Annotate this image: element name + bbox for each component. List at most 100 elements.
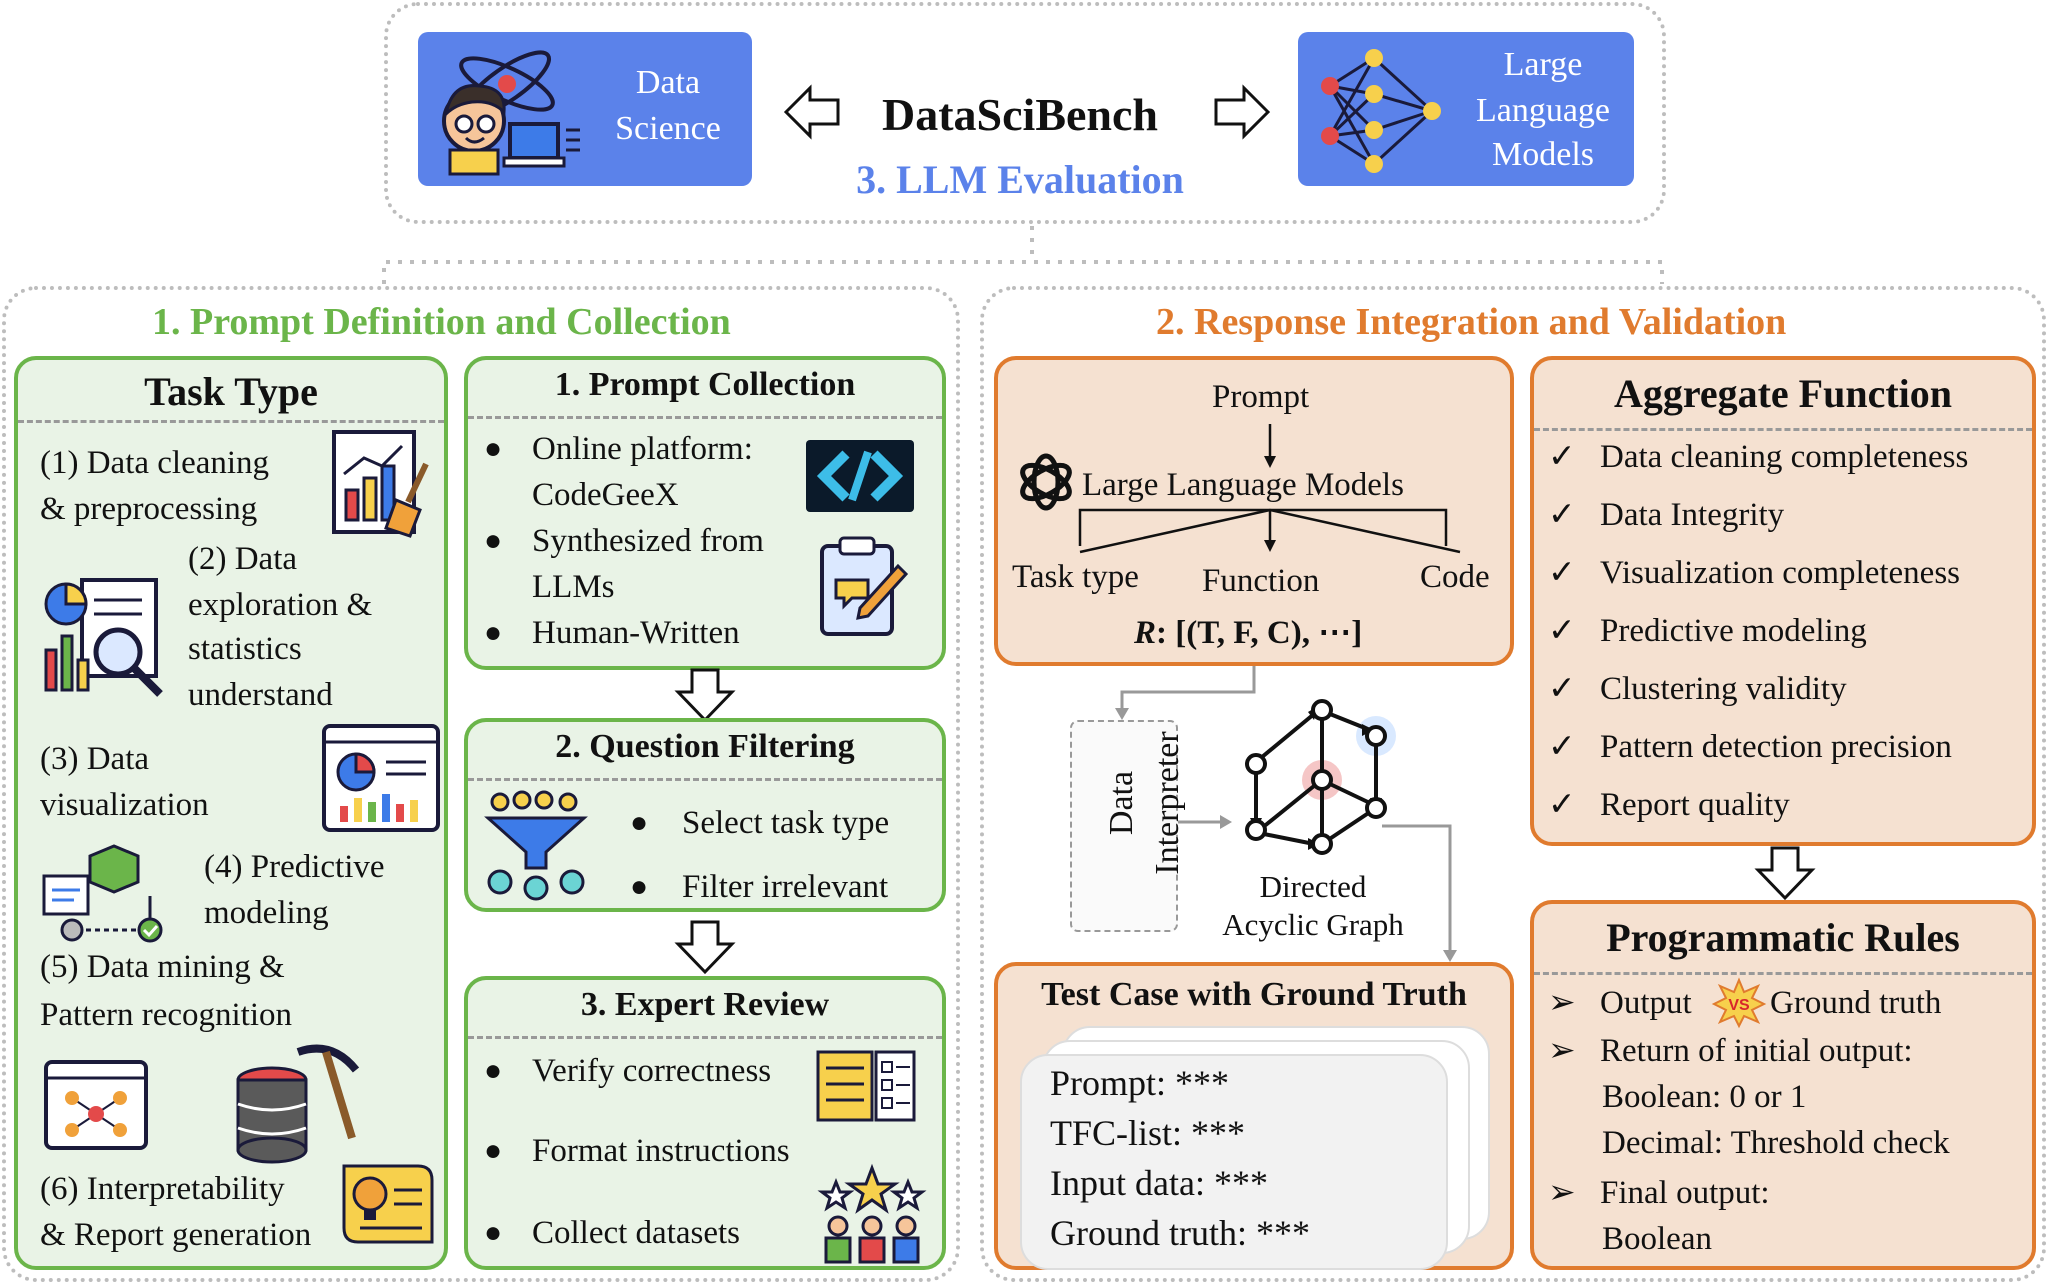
response-flow-box: Prompt Large Language Models Task type F… <box>994 356 1514 666</box>
filter-funnel-icon <box>484 790 588 901</box>
data-interpreter-box <box>1070 720 1178 932</box>
aggregate-divider <box>1534 428 2032 431</box>
prompt-item-llms: LLMs <box>532 569 615 605</box>
task3-line2: visualization <box>40 787 209 823</box>
header-connector <box>382 226 1664 284</box>
rules-return: Return of initial output: <box>1600 1033 1913 1069</box>
section1-title: 1. Prompt Definition and Collection <box>152 301 731 343</box>
test-case-prompt: Prompt: *** <box>1050 1063 1230 1103</box>
flow-function: Function <box>1202 563 1320 599</box>
test-case-tfc: TFC-list: *** <box>1050 1113 1246 1153</box>
task1-line2: & preprocessing <box>40 491 258 527</box>
expert-review-divider <box>468 1036 942 1039</box>
data-mining-icon <box>236 1044 360 1164</box>
test-case-box: Test Case with Ground Truth Prompt: *** … <box>994 962 1514 1270</box>
review-item-collect: Collect datasets <box>532 1215 741 1251</box>
prompt-collection-title: 1. Prompt Collection <box>554 366 856 403</box>
flow-arrows <box>1078 424 1461 554</box>
arrow-right-icon <box>1214 84 1271 140</box>
question-filtering-title: 2. Question Filtering <box>555 728 855 765</box>
agg-item-visualization: Visualization completeness <box>1600 555 1961 591</box>
report-generation-icon <box>342 1164 434 1244</box>
aggregate-title: Aggregate Function <box>1613 371 1953 416</box>
prompt-item-codegeex: CodeGeeX <box>532 477 679 513</box>
llm-evaluation-frame <box>384 2 1666 224</box>
rules-title: Programmatic Rules <box>1606 915 1960 960</box>
arrow-bullet-icon: ➢ <box>1548 1033 1576 1069</box>
prompt-item-online: Online platform: <box>532 431 753 467</box>
task2-line1: (2) Data <box>188 541 298 577</box>
filter-item-irrelevant: Filter irrelevant <box>682 869 889 905</box>
large-language-models-box: Large Language Models <box>1298 32 1634 186</box>
bullet: ● <box>484 524 503 557</box>
versus-burst-icon: VS <box>1711 977 1767 1029</box>
agg-item-predictive: Predictive modeling <box>1600 613 1867 649</box>
llm-label-3: Models <box>1492 136 1594 173</box>
bullet: ● <box>484 616 503 649</box>
bullet: ● <box>484 1134 503 1167</box>
check-icon: ✓ <box>1548 671 1576 707</box>
data-scientist-icon <box>442 50 580 176</box>
stars-people-icon <box>817 1163 927 1264</box>
rules-ground: Ground truth <box>1770 985 1942 1021</box>
check-icon: ✓ <box>1548 613 1576 649</box>
interpreter-text-1: Data <box>1103 770 1140 836</box>
task3-line1: (3) Data <box>40 741 150 777</box>
arrow-bullet-icon: ➢ <box>1548 985 1576 1021</box>
page-title: DataSciBench <box>882 89 1158 140</box>
arrow-down-icon <box>674 920 736 975</box>
task2-line2: exploration & <box>188 587 373 623</box>
clipboard-pen-icon <box>820 536 909 636</box>
rules-final: Final output: <box>1600 1175 1770 1211</box>
review-item-verify: Verify correctness <box>532 1053 772 1089</box>
data-science-label-1: Data <box>635 64 701 101</box>
task2-line4: understand <box>188 677 333 713</box>
arrow-bullet-icon: ➢ <box>1548 1175 1576 1211</box>
interpreter-text-2: Interpreter <box>1149 731 1186 875</box>
expert-review-title: 3. Expert Review <box>580 986 830 1023</box>
llm-evaluation-subtitle: 3. LLM Evaluation <box>856 157 1184 202</box>
rules-final-value: Boolean <box>1602 1221 1712 1257</box>
task-type-box: Task Type (1) Data cleaning & preprocess… <box>14 356 448 1270</box>
bullet: ● <box>484 432 503 465</box>
flow-llm: Large Language Models <box>1082 467 1404 503</box>
data-cleaning-icon <box>332 430 429 538</box>
section2-frame <box>980 286 2046 1282</box>
section2-title: 2. Response Integration and Validation <box>1156 301 1787 343</box>
arrow-left-icon <box>783 84 840 140</box>
bullet: ● <box>484 1054 503 1087</box>
question-filtering-box: 2. Question Filtering ● Select task type… <box>464 718 946 912</box>
task1-line1: (1) Data cleaning <box>40 445 270 481</box>
pattern-recognition-icon <box>44 1060 148 1150</box>
agg-item-integrity: Data Integrity <box>1600 497 1785 533</box>
agg-item-clustering: Clustering validity <box>1600 671 1847 707</box>
task4-line2: modeling <box>204 895 329 931</box>
check-icon: ✓ <box>1548 787 1576 823</box>
prompt-item-synth: Synthesized from <box>532 523 764 559</box>
question-filtering-divider <box>468 778 942 781</box>
codegeex-logo-icon <box>806 440 914 512</box>
expert-review-box: 3. Expert Review ● Verify correctness ● … <box>464 976 946 1270</box>
arrow-down-icon <box>1754 846 1816 901</box>
rules-decimal: Decimal: Threshold check <box>1602 1125 1950 1161</box>
prompt-item-human: Human-Written <box>532 615 740 651</box>
openai-logo-icon <box>1020 453 1072 511</box>
rules-output: Output <box>1600 985 1692 1021</box>
data-interpreter-label: Data Interpreter <box>1070 720 1186 932</box>
check-icon: ✓ <box>1548 439 1576 475</box>
bullet: ● <box>484 1216 503 1249</box>
data-exploration-icon <box>44 578 163 697</box>
flow-formula: R: [(T, F, C), ⋯] <box>1134 610 1362 656</box>
section1-frame <box>2 286 960 1282</box>
task5-line1: (5) Data mining & <box>40 949 285 985</box>
agg-item-report: Report quality <box>1600 787 1790 823</box>
task-type-title: Task Type <box>144 369 318 414</box>
check-icon: ✓ <box>1548 555 1576 591</box>
flow-task-type: Task type <box>1012 559 1139 595</box>
rules-boolean: Boolean: 0 or 1 <box>1602 1079 1807 1115</box>
check-icon: ✓ <box>1548 729 1576 765</box>
bullet: ● <box>630 870 649 903</box>
checklist-icon <box>816 1050 916 1122</box>
predictive-modeling-icon <box>42 844 163 943</box>
programmatic-rules-box: Programmatic Rules ➢ Output VS Ground tr… <box>1530 900 2036 1270</box>
